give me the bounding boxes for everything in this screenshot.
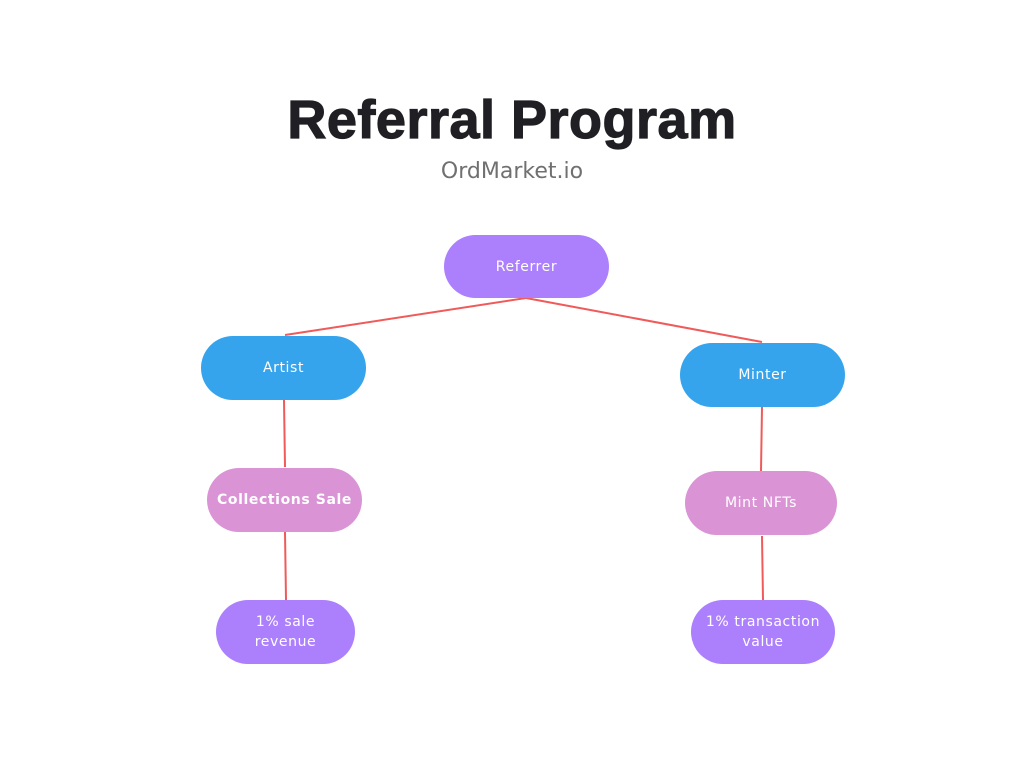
page-subtitle: OrdMarket.io [440, 159, 584, 184]
node-collections-sale: Collections Sale [207, 468, 362, 532]
edge-collections-sale-reward [284, 531, 287, 601]
node-mint-nfts-label: Mint NFTs [725, 495, 797, 511]
node-transaction-value-reward: 1% transaction value [691, 600, 835, 664]
node-minter: Minter [680, 343, 845, 407]
node-collections-sale-label: Collections Sale [217, 492, 352, 508]
node-referrer: Referrer [444, 235, 609, 298]
node-artist-label: Artist [262, 360, 305, 376]
node-sale-revenue-label: 1% sale revenue [254, 614, 317, 650]
node-transaction-value-label: 1% transaction value [705, 614, 821, 650]
node-minter-label: Minter [738, 367, 787, 383]
node-sale-revenue-reward: 1% sale revenue [216, 600, 355, 664]
edge-referrer-artist [284, 297, 527, 336]
node-artist: Artist [201, 336, 366, 400]
edge-artist-collections-sale [283, 399, 286, 468]
node-referrer-label: Referrer [495, 258, 558, 275]
edge-referrer-minter [525, 297, 763, 343]
edge-mint-nfts-reward [761, 535, 764, 601]
edge-minter-mint-nfts [760, 406, 763, 472]
node-mint-nfts: Mint NFTs [685, 471, 837, 535]
page-title: Referral Program [287, 89, 737, 150]
